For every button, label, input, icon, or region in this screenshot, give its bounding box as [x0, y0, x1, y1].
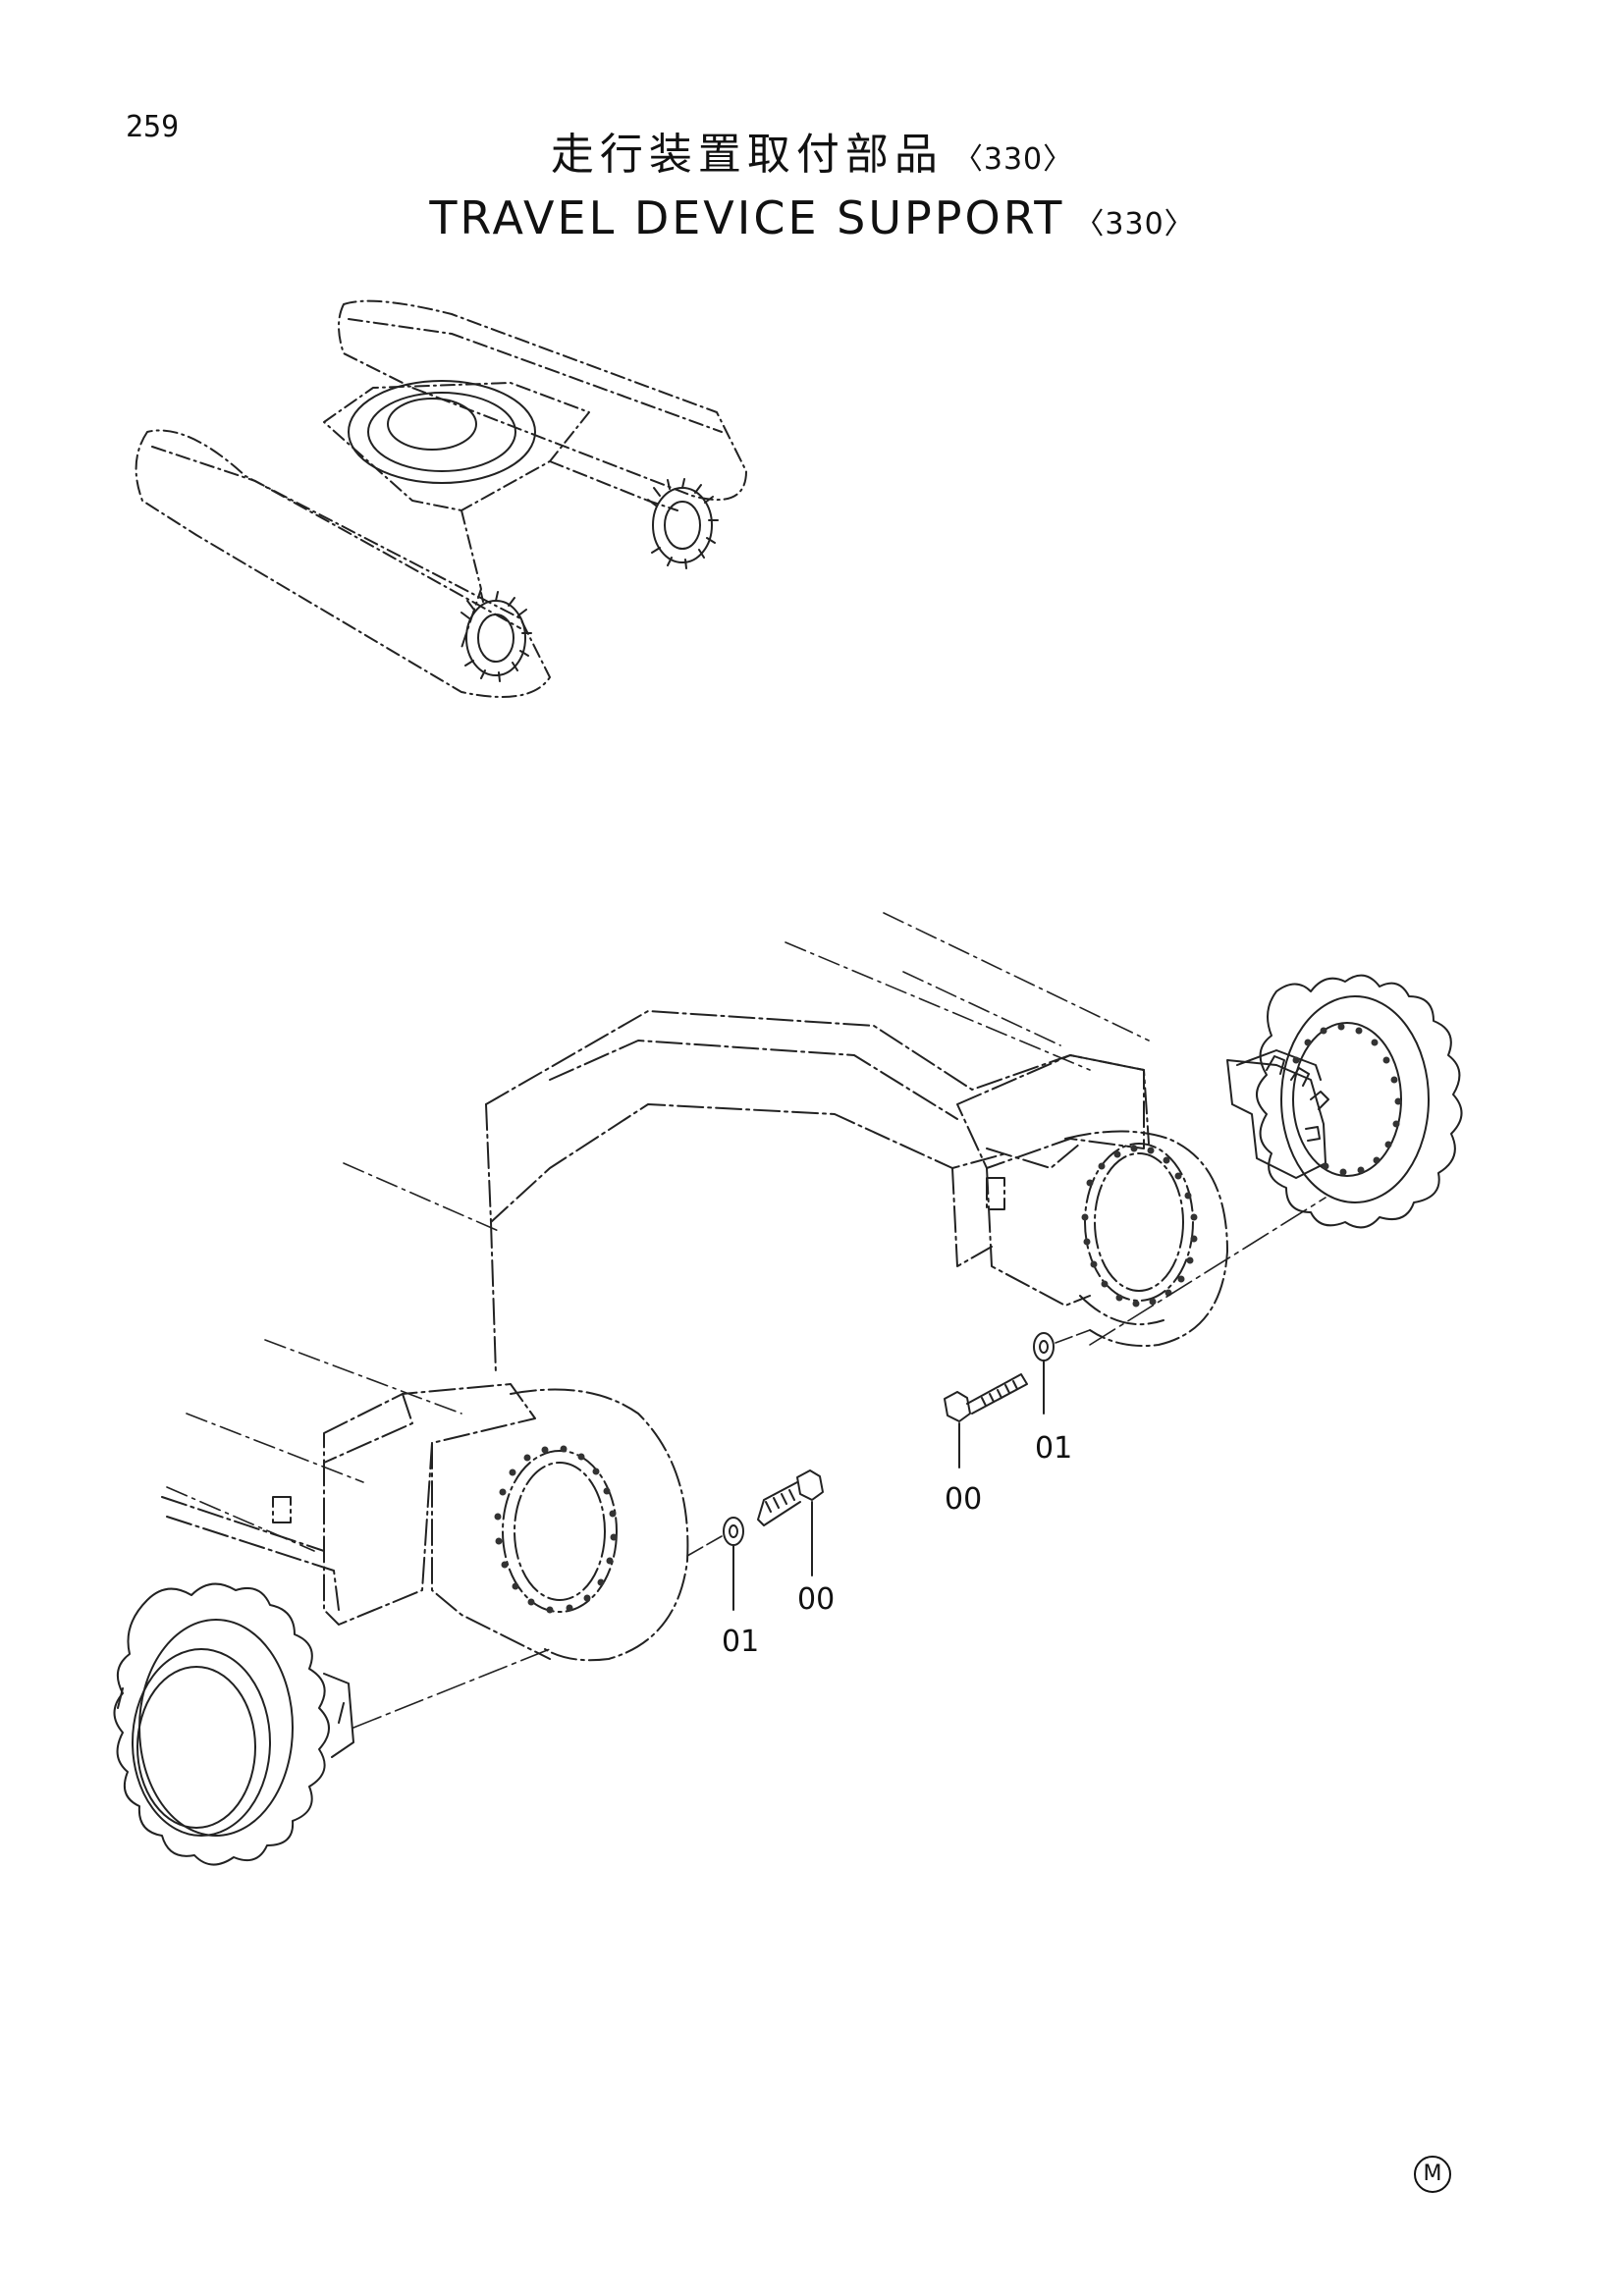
overview-front-sprocket: [460, 591, 532, 682]
frame-phantom-lines: [166, 912, 1150, 1552]
title-jp-code: 〈330〉: [952, 142, 1074, 177]
left-bolt-axis: [686, 1535, 723, 1557]
left-centerline: [352, 1648, 551, 1729]
left-sprocket: [113, 1582, 354, 1866]
bolt-right: [944, 1373, 1028, 1468]
title-block: 走行装置取付部品〈330〉 TRAVEL DEVICE SUPPORT〈330〉: [0, 126, 1624, 253]
title-en-code: 〈330〉: [1074, 207, 1195, 241]
right-centerline: [1089, 1197, 1326, 1346]
title-en-text: TRAVEL DEVICE SUPPORT: [429, 191, 1065, 244]
callout-washer-left: 01: [722, 1625, 760, 1659]
title-jp-text: 走行装置取付部品: [550, 130, 944, 180]
callout-bolt-left: 00: [797, 1582, 836, 1617]
right-bolt-axis: [1055, 1329, 1091, 1344]
mark-m-symbol: M: [1414, 2156, 1451, 2193]
overview-rear-sprocket: [647, 478, 719, 569]
callout-bolt-right: 00: [945, 1482, 983, 1517]
title-english: TRAVEL DEVICE SUPPORT 〈330〉: [0, 189, 1624, 253]
title-japanese: 走行装置取付部品〈330〉: [0, 126, 1624, 189]
page-number: 259: [126, 110, 180, 144]
overview-track-frame: [135, 299, 747, 698]
washer-right: [1033, 1332, 1055, 1415]
right-sprocket-bolt-circle: [1292, 1023, 1402, 1176]
callout-washer-right: 01: [1035, 1431, 1073, 1466]
bolt-left: [757, 1469, 824, 1576]
right-sprocket: [1226, 974, 1463, 1229]
right-bracket-bolt-circle: [1081, 1145, 1198, 1308]
right-travel-bracket: [956, 1054, 1228, 1347]
center-frame: [485, 1010, 1150, 1375]
overview-swing-bearing: [348, 380, 536, 484]
washer-left: [723, 1517, 744, 1611]
left-bracket-bolt-circle: [494, 1445, 618, 1614]
left-travel-bracket: [161, 1383, 689, 1662]
